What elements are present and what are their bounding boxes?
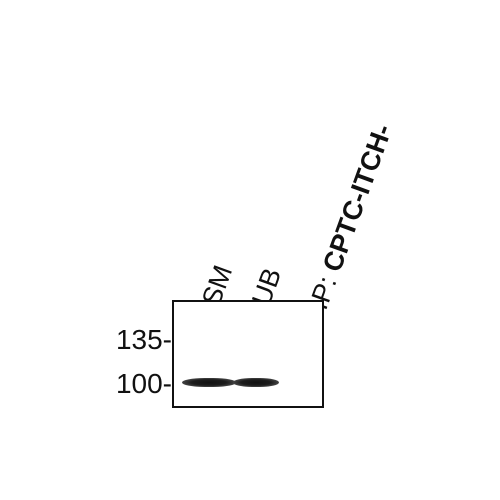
band-sm-lane <box>182 378 236 387</box>
marker-100: 100- <box>115 368 172 399</box>
ip-label: IP: CPTC-ITCH- <box>303 120 399 314</box>
ip-antibody-name: CPTC-ITCH- <box>316 120 399 276</box>
marker-135: 135- <box>115 324 172 355</box>
band-ub-lane <box>233 378 279 387</box>
blot-panel <box>172 300 324 408</box>
